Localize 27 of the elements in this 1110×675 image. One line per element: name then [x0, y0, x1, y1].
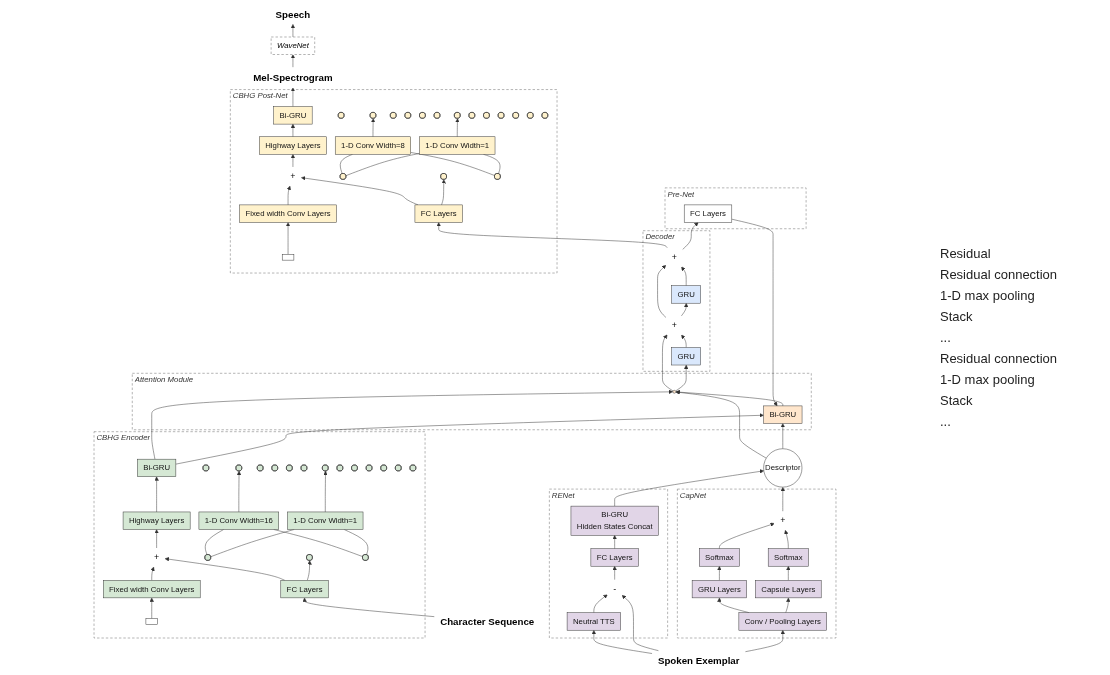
- node-bar: [145, 618, 158, 625]
- node-text: Spoken Exemplar: [657, 655, 740, 667]
- node-text: +: [780, 515, 786, 526]
- node-text: -: [613, 583, 617, 594]
- connector: [340, 154, 353, 175]
- note-text: Stack: [940, 393, 974, 408]
- node-circle: [672, 390, 676, 394]
- node-text: +: [671, 252, 677, 262]
- note-text: ...: [940, 330, 952, 345]
- note-text: 1-D max pooling: [940, 372, 1036, 387]
- node-text: Character Sequence: [440, 616, 535, 627]
- connector: [410, 152, 496, 176]
- node-text: Speech: [275, 8, 311, 20]
- node-text: +: [671, 320, 677, 330]
- note-text: Stack: [940, 309, 974, 324]
- connector: [345, 153, 420, 176]
- note-text: 1-D max pooling: [940, 288, 1036, 303]
- node-bar: [281, 254, 295, 261]
- note-text: Residual connection: [940, 267, 1059, 282]
- node-text: +: [290, 171, 296, 182]
- node-text: +: [154, 552, 160, 563]
- note-text: ...: [940, 414, 952, 429]
- connector: [205, 529, 224, 556]
- node-text: Mel-Spectrogram: [253, 72, 333, 83]
- note-text: Residual: [940, 246, 992, 261]
- connector: [343, 529, 369, 556]
- note-text: Residual connection: [940, 351, 1059, 366]
